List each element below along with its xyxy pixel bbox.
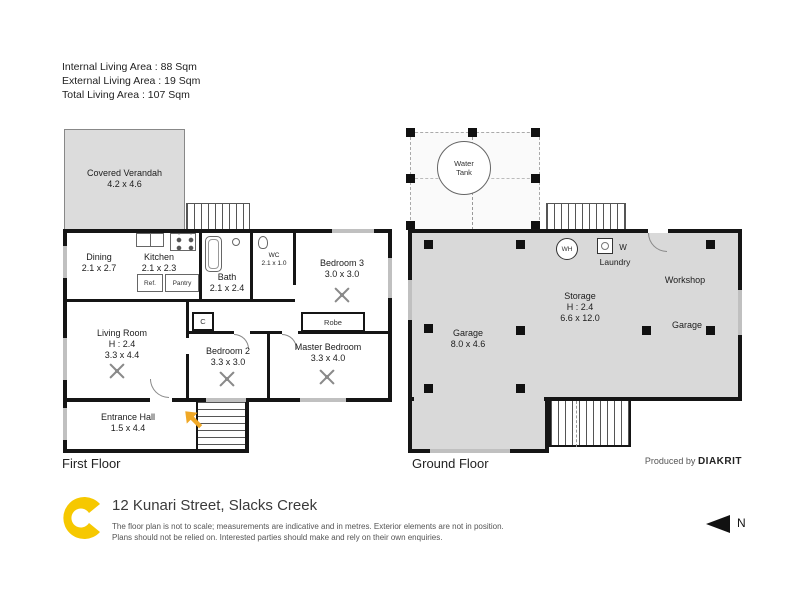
- room-label-bedroom2: Bedroom 2 3.3 x 3.0: [205, 346, 251, 367]
- window: [206, 398, 246, 402]
- closet-box: C: [192, 312, 214, 331]
- stairs-first-floor-bottom: [196, 402, 245, 449]
- door-gap: [282, 331, 298, 334]
- door-gap: [234, 331, 250, 334]
- room-label-bedroom3: Bedroom 3 3.0 x 3.0: [319, 258, 365, 279]
- washer-label: W: [619, 243, 627, 252]
- north-arrow-icon: [706, 515, 730, 533]
- door-gap: [186, 338, 189, 354]
- room-label-entrance-hall: Entrance Hall 1.5 x 4.4: [100, 412, 156, 433]
- ceiling-fan-icon: [318, 368, 336, 386]
- room-label-workshop: Workshop: [664, 275, 706, 285]
- room-label-living-room: Living Room H : 2.4 3.3 x 4.4: [96, 328, 148, 360]
- column-marker: [468, 128, 477, 137]
- window: [63, 408, 67, 440]
- external-area-text: External Living Area : 19 Sqm: [62, 75, 201, 87]
- diakrit-logo-icon: [60, 492, 106, 546]
- column-marker: [531, 128, 540, 137]
- room-label-garage-main: Garage 8.0 x 4.6: [450, 328, 486, 349]
- robe-box: Robe: [301, 312, 365, 332]
- address-title: 12 Kunari Street, Slacks Creek: [112, 497, 318, 514]
- column-marker: [642, 326, 651, 335]
- ground-floor-outline: [408, 229, 742, 401]
- floor-fill-patch: [414, 393, 544, 405]
- water-heater-icon: WH: [556, 238, 578, 260]
- room-label-master-bedroom: Master Bedroom 3.3 x 4.0: [294, 342, 362, 363]
- wall: [293, 233, 296, 285]
- column-marker: [406, 128, 415, 137]
- room-label-bath: Bath 2.1 x 2.4: [209, 272, 245, 293]
- kitchen-sink-icon: [136, 233, 164, 247]
- window: [63, 338, 67, 380]
- wall: [199, 299, 295, 302]
- logo-svg: [63, 497, 100, 539]
- column-marker: [531, 174, 540, 183]
- column-marker: [706, 240, 715, 249]
- stove-icon: [170, 233, 196, 251]
- garage-extension-outline: [408, 397, 549, 453]
- covered-verandah-area: [64, 129, 185, 232]
- window: [408, 280, 412, 320]
- north-label: N: [737, 516, 746, 530]
- wall: [250, 233, 253, 301]
- column-marker: [516, 326, 525, 335]
- washer-icon: [597, 238, 613, 254]
- ceiling-fan-icon: [108, 362, 126, 380]
- wall: [199, 233, 202, 301]
- room-label-wc: WC 2.1 x 1.0: [261, 252, 287, 267]
- window: [388, 258, 392, 298]
- window: [738, 290, 742, 335]
- column-marker: [531, 221, 540, 230]
- stairs-divider: [576, 401, 577, 447]
- garage-door: [430, 449, 510, 453]
- disclaimer-line2: Plans should not be relied on. Intereste…: [112, 533, 443, 542]
- basin-icon: [232, 238, 240, 246]
- window: [332, 229, 374, 233]
- room-label-kitchen: Kitchen 2.1 x 2.3: [141, 252, 177, 273]
- brand-name: DIAKRIT: [697, 456, 742, 467]
- first-floor-label: First Floor: [62, 456, 121, 471]
- room-label-garage-right: Garage: [671, 320, 703, 330]
- window: [63, 246, 67, 278]
- bathtub-icon: [205, 236, 222, 272]
- column-marker: [406, 174, 415, 183]
- produced-by: Produced by DIAKRIT: [645, 456, 742, 467]
- room-label-laundry: Laundry: [599, 257, 631, 267]
- toilet-icon: [258, 236, 268, 249]
- wall: [267, 334, 270, 398]
- room-label-storage: Storage H : 2.4 6.6 x 12.0: [560, 291, 600, 323]
- internal-area-text: Internal Living Area : 88 Sqm: [62, 61, 197, 73]
- ceiling-fan-icon: [333, 286, 351, 304]
- room-label-covered-verandah: Covered Verandah 4.2 x 4.6: [86, 168, 163, 189]
- wall: [67, 299, 202, 302]
- room-label-dining: Dining 2.1 x 2.7: [81, 252, 117, 273]
- pantry-box: Pantry: [165, 274, 199, 292]
- area-summary: Internal Living Area : 88 Sqm External L…: [62, 60, 200, 102]
- column-marker: [516, 384, 525, 393]
- disclaimer-line1: The floor plan is not to scale; measurem…: [112, 522, 504, 531]
- ground-floor-label: Ground Floor: [412, 456, 489, 471]
- water-tank: Water Tank: [437, 141, 491, 195]
- window: [300, 398, 346, 402]
- column-marker: [424, 240, 433, 249]
- column-marker: [516, 240, 525, 249]
- column-marker: [706, 326, 715, 335]
- ceiling-fan-icon: [218, 370, 236, 388]
- produced-by-text: Produced by: [644, 456, 696, 466]
- stairs-first-floor-top: [186, 203, 250, 231]
- total-area-text: Total Living Area : 107 Sqm: [62, 89, 190, 101]
- stairs-ground-floor-bottom: [549, 401, 631, 447]
- column-marker: [424, 384, 433, 393]
- column-marker: [406, 221, 415, 230]
- column-marker: [424, 324, 433, 333]
- front-door-gap: [150, 396, 172, 404]
- fridge-icon: Ref.: [137, 274, 163, 292]
- door-gap: [648, 229, 668, 233]
- stairs-ground-floor-top: [546, 203, 626, 231]
